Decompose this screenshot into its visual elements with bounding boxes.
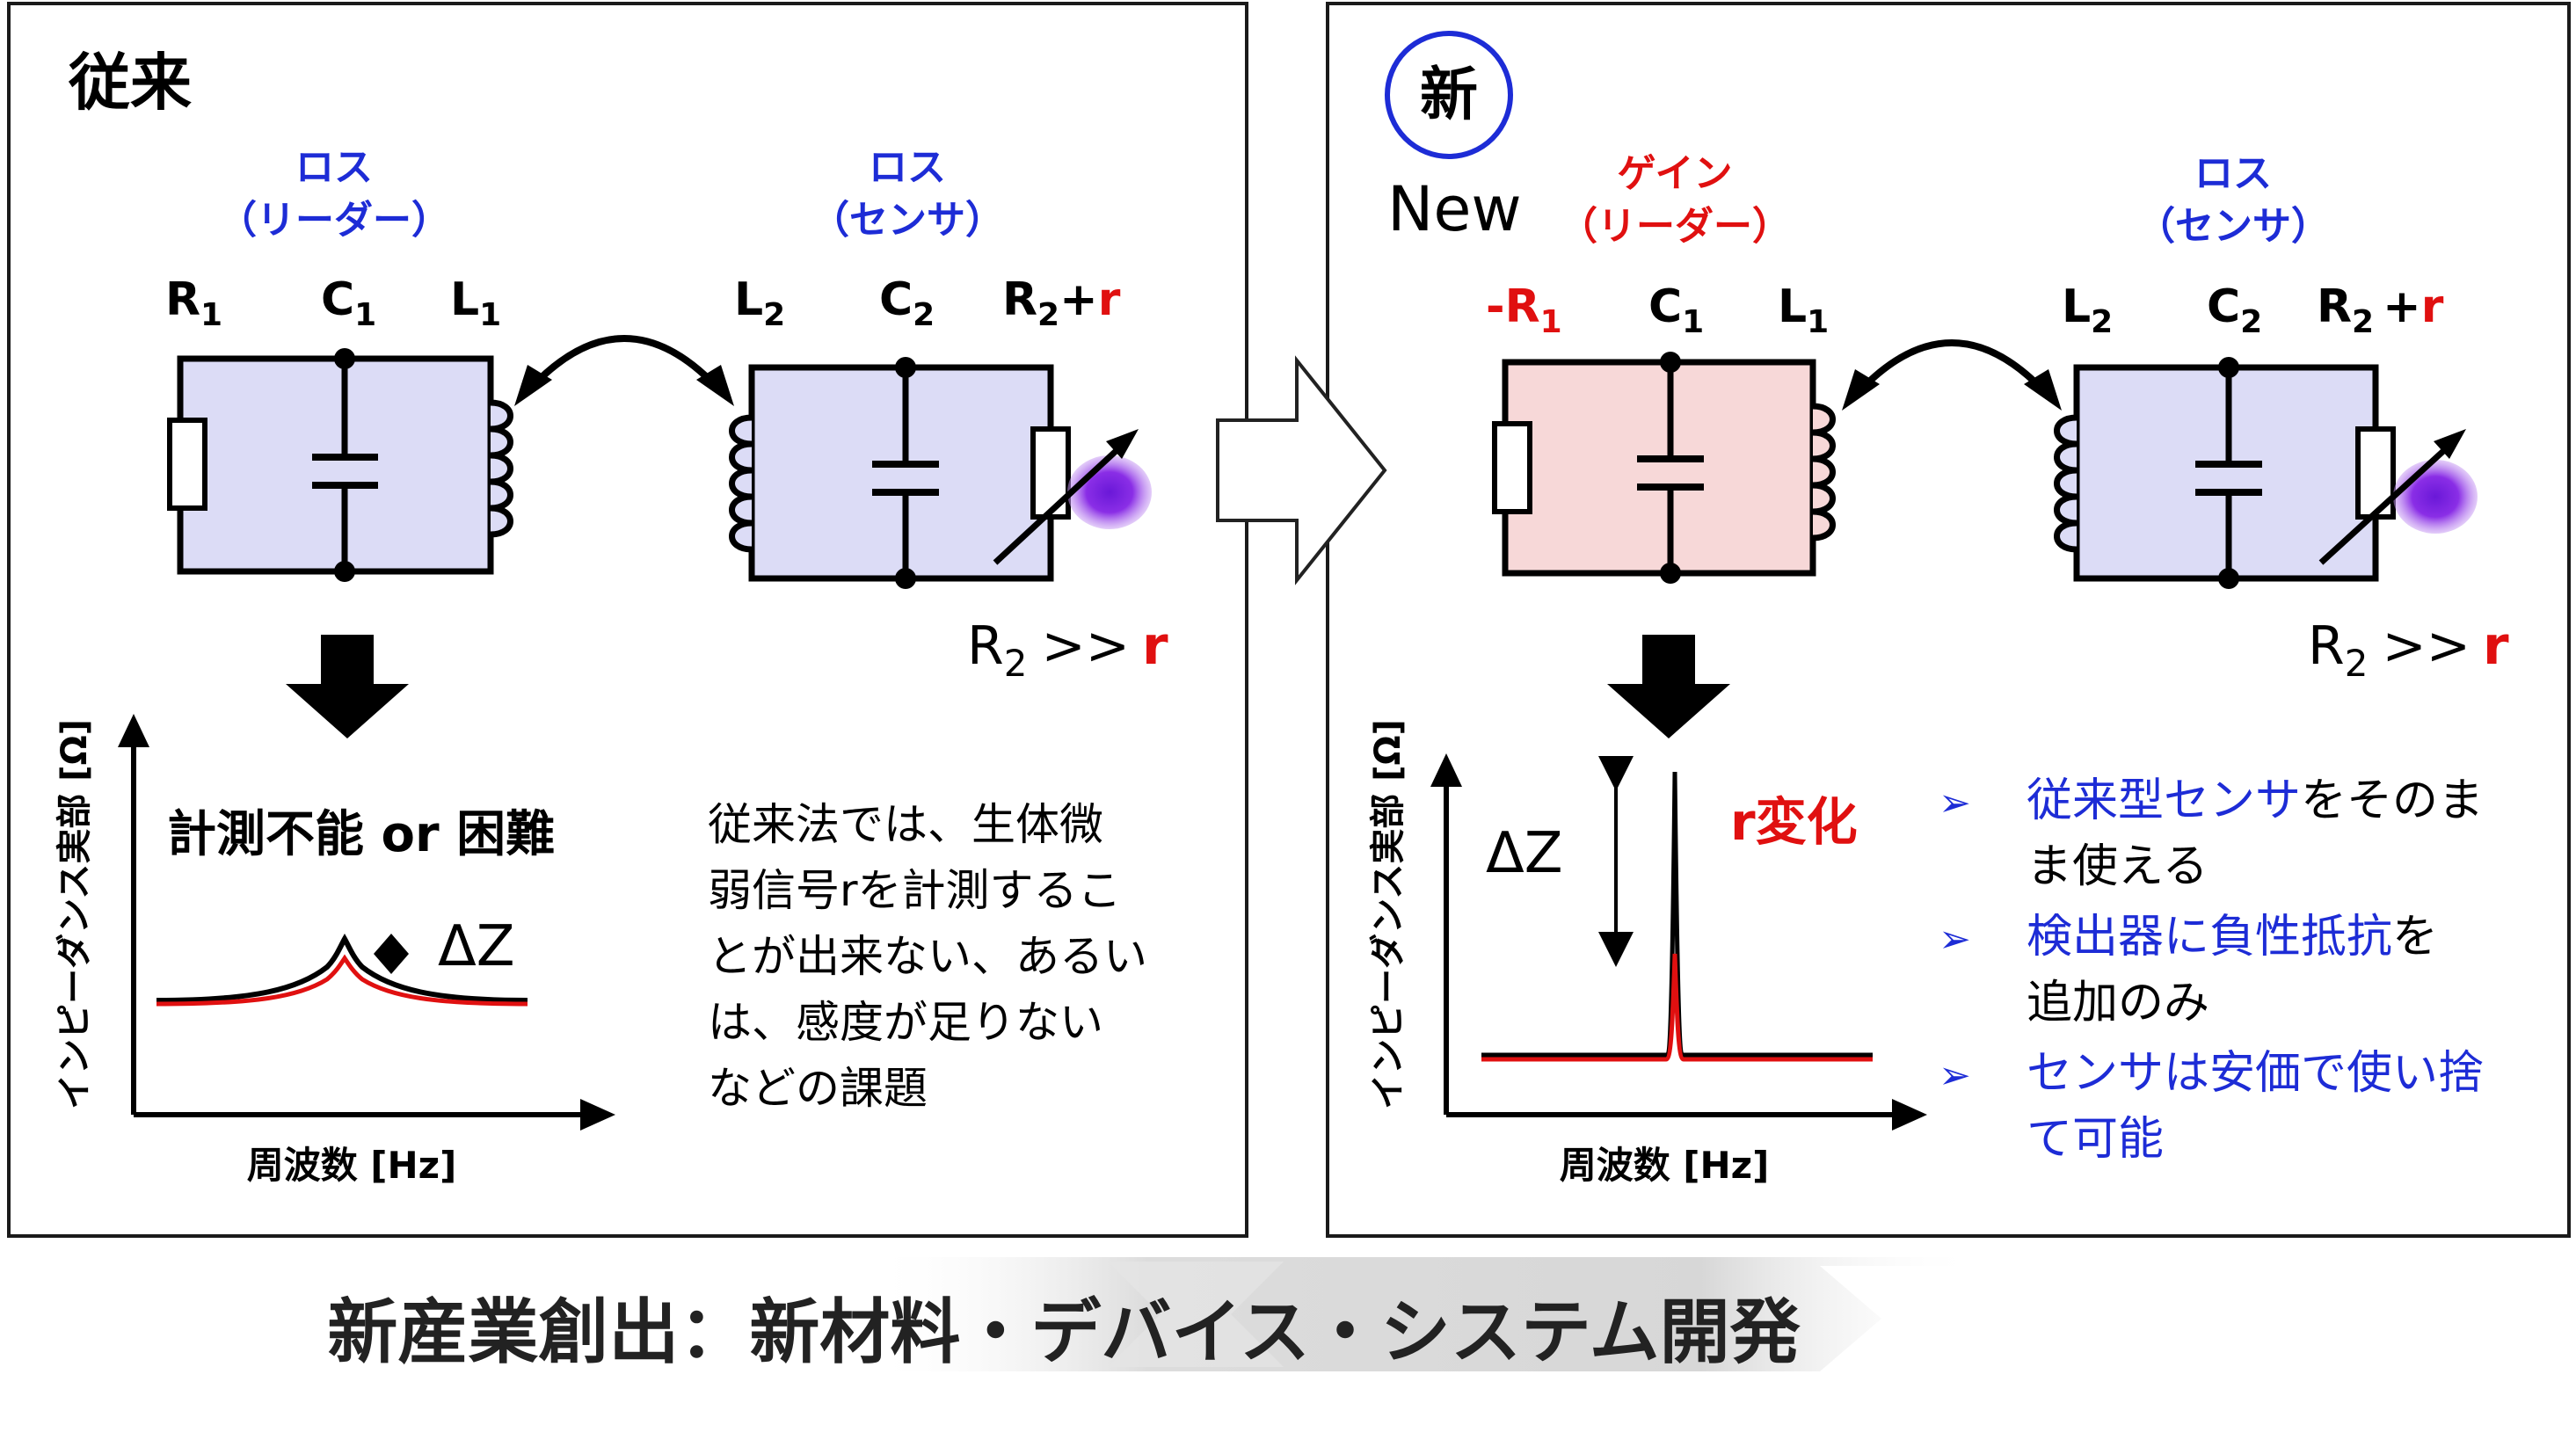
inductor-l2-new: [2054, 414, 2078, 553]
r2-label-new: R2+r: [2317, 280, 2444, 340]
peak-after: [1481, 953, 1873, 1062]
sensor-role-label-new: （センサ）: [2136, 204, 2330, 249]
coupling-arrow-right: [1857, 339, 2047, 394]
y-axis-label-right: インピーダンス実部 [Ω]: [1368, 719, 1408, 1109]
new-method-panel: [1326, 2, 2571, 1238]
negative-resistor: [1492, 421, 1532, 514]
conventional-panel: [7, 2, 1248, 1238]
leader-role-label: （リーダー）: [218, 198, 450, 243]
new-label: New: [1387, 173, 1522, 245]
bio-sample-blob-new: [2393, 460, 2478, 534]
c2-label: C2: [879, 273, 935, 333]
bullet-3-line-2: て可能: [2027, 1113, 2164, 1166]
bullet-3-line-1: センサは安価で使い捨: [2027, 1047, 2484, 1100]
down-arrow-left: [286, 635, 409, 738]
bullet-marker-2: ➢: [1939, 917, 1971, 962]
inductor-l1-new: [1812, 403, 1836, 542]
footer-title: 新産業創出：新材料・デバイス・システム開発: [327, 1291, 1801, 1373]
impedance-graph-right: [1430, 753, 1927, 1131]
panel-title-conventional: 従来: [68, 47, 192, 119]
inductor-l1: [490, 399, 513, 538]
coupling-arrow-left: [529, 335, 719, 389]
transition-arrow: [1216, 355, 1387, 585]
delta-z-left: ΔZ: [438, 914, 515, 979]
bullet-marker-3: ➢: [1939, 1053, 1971, 1098]
sensor-circuit-left: [729, 357, 1152, 589]
leader-component-labels: R1 C1 L1 L2 C2 R2+r: [165, 273, 1121, 333]
leader-loss-label: ロス: [295, 145, 373, 190]
leader-role-label-new: （リーダー）: [1559, 204, 1791, 249]
neg-r1-label: -R1: [1486, 280, 1562, 340]
c1-label-new: C1: [1648, 280, 1704, 340]
l1-label-new: L1: [1778, 280, 1829, 340]
variable-resistor-arrow-new: [2434, 429, 2466, 459]
new-badge-circle: [1385, 31, 1513, 159]
svg-text:とが出来ない、あるい: とが出来ない、あるい: [708, 931, 1147, 982]
new-component-labels: -R1 C1 L1 L2 C2 R2+r: [1486, 280, 2444, 340]
delta-marker: [374, 934, 409, 974]
relation-text-right: R2>>r: [2308, 615, 2509, 685]
footer-banner: [870, 1257, 1978, 1371]
bullet-1-line-2: ま使える: [2027, 840, 2208, 893]
leader-circuit-gain: [1492, 352, 1836, 584]
result-text-left: 計測不能 or 困難: [167, 806, 555, 863]
y-axis-label-left: インピーダンス実部 [Ω]: [55, 719, 95, 1109]
x-axis-label-left: 周波数 [Hz]: [247, 1144, 457, 1187]
l2-label: L2: [734, 273, 785, 333]
leader-circuit-loss: [167, 348, 513, 582]
svg-text:従来法では、生体微: 従来法では、生体微: [708, 799, 1103, 850]
c1-label: C1: [321, 273, 376, 333]
bio-sample-blob: [1067, 455, 1152, 529]
variable-resistor-arrow: [1106, 429, 1139, 459]
benefit-bullets: ➢ 従来型センサをそのま ま使える ➢ 検出器に負性抵抗を 追加のみ ➢ センサ…: [1939, 774, 2484, 1166]
r2-label: R2+r: [1002, 273, 1121, 333]
sensor-role-label: （センサ）: [811, 198, 1004, 243]
sensor-circuit-right: [2054, 357, 2478, 589]
new-badge-text: 新: [1420, 61, 1478, 128]
curve-before: [156, 933, 528, 1003]
down-arrow-right: [1607, 635, 1730, 738]
leader-gain-label: ゲイン: [1617, 151, 1732, 196]
r-change-label: r変化: [1730, 792, 1858, 852]
c2-label-new: C2: [2207, 280, 2262, 340]
svg-text:などの課題: などの課題: [708, 1063, 928, 1114]
svg-text:弱信号rを計測するこ: 弱信号rを計測するこ: [708, 865, 1122, 916]
relation-text-left: R2>>r: [967, 615, 1168, 685]
bullet-1-line-1: 従来型センサをそのま: [2027, 774, 2484, 827]
curve-after: [156, 954, 528, 1007]
impedance-graph-left: [118, 714, 615, 1131]
bullet-2-line-2: 追加のみ: [2027, 977, 2209, 1029]
r1-label: R1: [165, 273, 222, 333]
sensor-loss-label-new: ロス: [2194, 151, 2272, 196]
inductor-l2: [729, 414, 753, 553]
description-left: 従来法では、生体微 弱信号rを計測するこ とが出来ない、あるい は、感度が足りな…: [708, 799, 1147, 1114]
bullet-2-line-1: 検出器に負性抵抗を: [2027, 911, 2438, 963]
svg-text:は、感度が足りない: は、感度が足りない: [708, 997, 1103, 1048]
l1-label: L1: [450, 273, 501, 333]
l2-label-new: L2: [2062, 280, 2113, 340]
resistor-r1: [167, 418, 207, 511]
sensor-loss-label: ロス: [869, 145, 946, 190]
delta-z-right: ΔZ: [1486, 821, 1563, 886]
x-axis-label-right: 周波数 [Hz]: [1560, 1144, 1770, 1187]
bullet-marker-1: ➢: [1939, 781, 1971, 825]
